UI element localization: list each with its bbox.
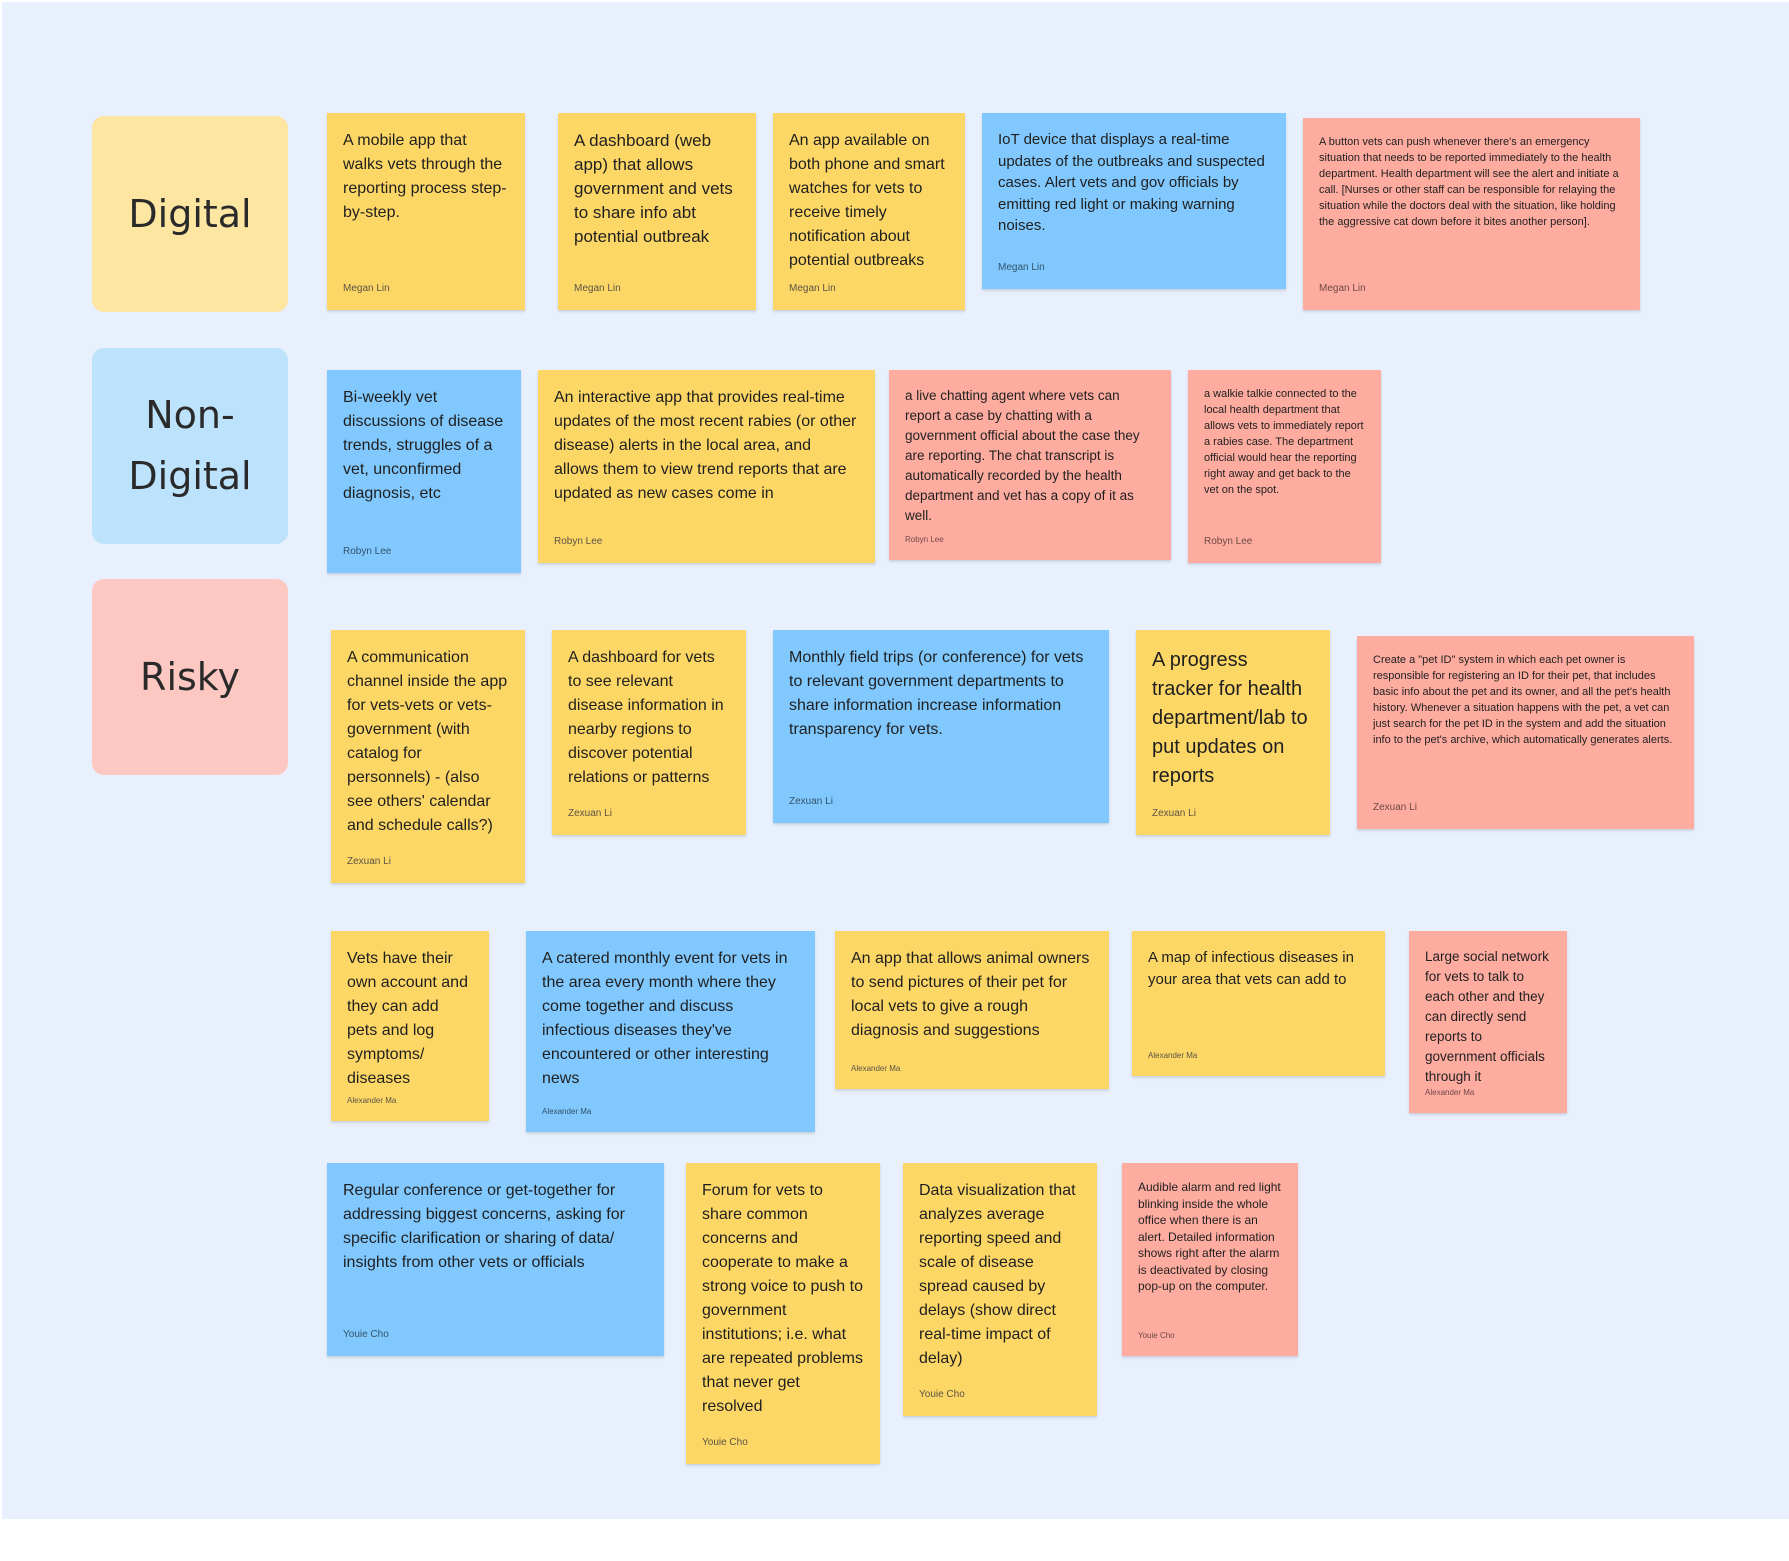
sticky-note-text: a live chatting agent where vets can rep… (905, 388, 1140, 523)
sticky-note[interactable]: A dashboard for vets to see relevant dis… (552, 630, 746, 835)
sticky-note-author: Megan Lin (574, 283, 621, 294)
category-label: Digital (128, 191, 252, 236)
sticky-note-author: Alexander Ma (1425, 1088, 1475, 1097)
sticky-note-text: A button vets can push whenever there's … (1319, 136, 1619, 228)
sticky-note-author: Robyn Lee (1204, 536, 1253, 547)
sticky-note[interactable]: Large social network for vets to talk to… (1409, 931, 1567, 1113)
sticky-note-author: Youie Cho (919, 1389, 965, 1400)
sticky-note-text: An app that allows animal owners to send… (851, 950, 1090, 1039)
sticky-note-text: Bi-weekly vet discussions of disease tre… (343, 389, 504, 502)
sticky-note-author: Robyn Lee (554, 536, 603, 547)
sticky-note-text: Audible alarm and red light blinking ins… (1138, 1180, 1281, 1293)
sticky-note[interactable]: A catered monthly event for vets in the … (526, 931, 815, 1132)
sticky-note-text: A dashboard (web app) that allows govern… (574, 131, 733, 246)
sticky-note-text: Forum for vets to share common concerns … (702, 1182, 863, 1415)
sticky-note-author: Youie Cho (702, 1437, 748, 1448)
sticky-note[interactable]: A map of infectious diseases in your are… (1132, 931, 1385, 1076)
category-risky[interactable]: Risky (92, 579, 288, 775)
sticky-note[interactable]: Monthly field trips (or conference) for … (773, 630, 1109, 823)
sticky-note[interactable]: Regular conference or get-together for a… (327, 1163, 664, 1356)
sticky-note-text: A map of infectious diseases in your are… (1148, 949, 1354, 988)
sticky-note[interactable]: An app that allows animal owners to send… (835, 931, 1109, 1089)
sticky-note[interactable]: A button vets can push whenever there's … (1303, 118, 1640, 310)
sticky-note-author: Zexuan Li (1152, 808, 1196, 819)
sticky-note-author: Robyn Lee (905, 535, 944, 544)
sticky-note[interactable]: Create a "pet ID" system in which each p… (1357, 636, 1694, 829)
sticky-note-author: Zexuan Li (1373, 802, 1417, 813)
sticky-note-author: Zexuan Li (789, 796, 833, 807)
sticky-note-author: Alexander Ma (851, 1064, 901, 1073)
sticky-note-author: Alexander Ma (542, 1107, 592, 1116)
sticky-note-text: Vets have their own account and they can… (347, 950, 468, 1087)
sticky-note-author: Megan Lin (343, 283, 390, 294)
sticky-note-text: Data visualization that analyzes average… (919, 1182, 1076, 1367)
sticky-note[interactable]: A mobile app that walks vets through the… (327, 113, 525, 310)
sticky-note-text: A catered monthly event for vets in the … (542, 950, 788, 1087)
sticky-note-text: Create a "pet ID" system in which each p… (1373, 654, 1673, 746)
sticky-note-author: Alexander Ma (1148, 1051, 1198, 1060)
sticky-note-author: Youie Cho (343, 1329, 389, 1340)
sticky-note-text: a walkie talkie connected to the local h… (1204, 388, 1364, 496)
sticky-note-author: Youie Cho (1138, 1331, 1175, 1340)
sticky-note-author: Zexuan Li (568, 808, 612, 819)
sticky-note[interactable]: a live chatting agent where vets can rep… (889, 370, 1171, 560)
sticky-note-text: IoT device that displays a real-time upd… (998, 131, 1265, 234)
sticky-note-author: Alexander Ma (347, 1096, 397, 1105)
sticky-note-author: Zexuan Li (347, 856, 391, 867)
category-digital[interactable]: Digital (92, 116, 288, 312)
sticky-note[interactable]: A communication channel inside the app f… (331, 630, 525, 883)
sticky-note[interactable]: An app available on both phone and smart… (773, 113, 965, 310)
sticky-note-text: An app available on both phone and smart… (789, 132, 945, 269)
sticky-note[interactable]: IoT device that displays a real-time upd… (982, 113, 1286, 289)
sticky-note-author: Robyn Lee (343, 546, 392, 557)
sticky-note[interactable]: a walkie talkie connected to the local h… (1188, 370, 1381, 563)
sticky-note[interactable]: A progress tracker for health department… (1136, 630, 1330, 835)
sticky-note-text: A dashboard for vets to see relevant dis… (568, 649, 724, 786)
sticky-note-author: Megan Lin (789, 283, 836, 294)
sticky-note[interactable]: Vets have their own account and they can… (331, 931, 489, 1121)
sticky-note-text: An interactive app that provides real-ti… (554, 389, 857, 502)
sticky-note[interactable]: Audible alarm and red light blinking ins… (1122, 1163, 1298, 1356)
sticky-note-text: Regular conference or get-together for a… (343, 1182, 625, 1271)
sticky-note-text: A progress tracker for health department… (1152, 649, 1308, 787)
sticky-note-text: A mobile app that walks vets through the… (343, 132, 507, 221)
sticky-note-author: Megan Lin (1319, 283, 1366, 294)
category-label: Risky (140, 654, 240, 699)
whiteboard-canvas[interactable]: Digital Non- Digital Risky A mobile app … (2, 2, 1789, 1519)
sticky-note[interactable]: Forum for vets to share common concerns … (686, 1163, 880, 1464)
category-label: Non- Digital (128, 393, 252, 498)
sticky-note-author: Megan Lin (998, 262, 1045, 273)
sticky-note[interactable]: A dashboard (web app) that allows govern… (558, 113, 756, 310)
sticky-note-text: Large social network for vets to talk to… (1425, 949, 1549, 1084)
sticky-note-text: A communication channel inside the app f… (347, 649, 508, 834)
sticky-note-text: Monthly field trips (or conference) for … (789, 649, 1084, 738)
sticky-note[interactable]: An interactive app that provides real-ti… (538, 370, 875, 563)
sticky-note[interactable]: Data visualization that analyzes average… (903, 1163, 1097, 1416)
category-non-digital[interactable]: Non- Digital (92, 348, 288, 544)
sticky-note[interactable]: Bi-weekly vet discussions of disease tre… (327, 370, 521, 573)
